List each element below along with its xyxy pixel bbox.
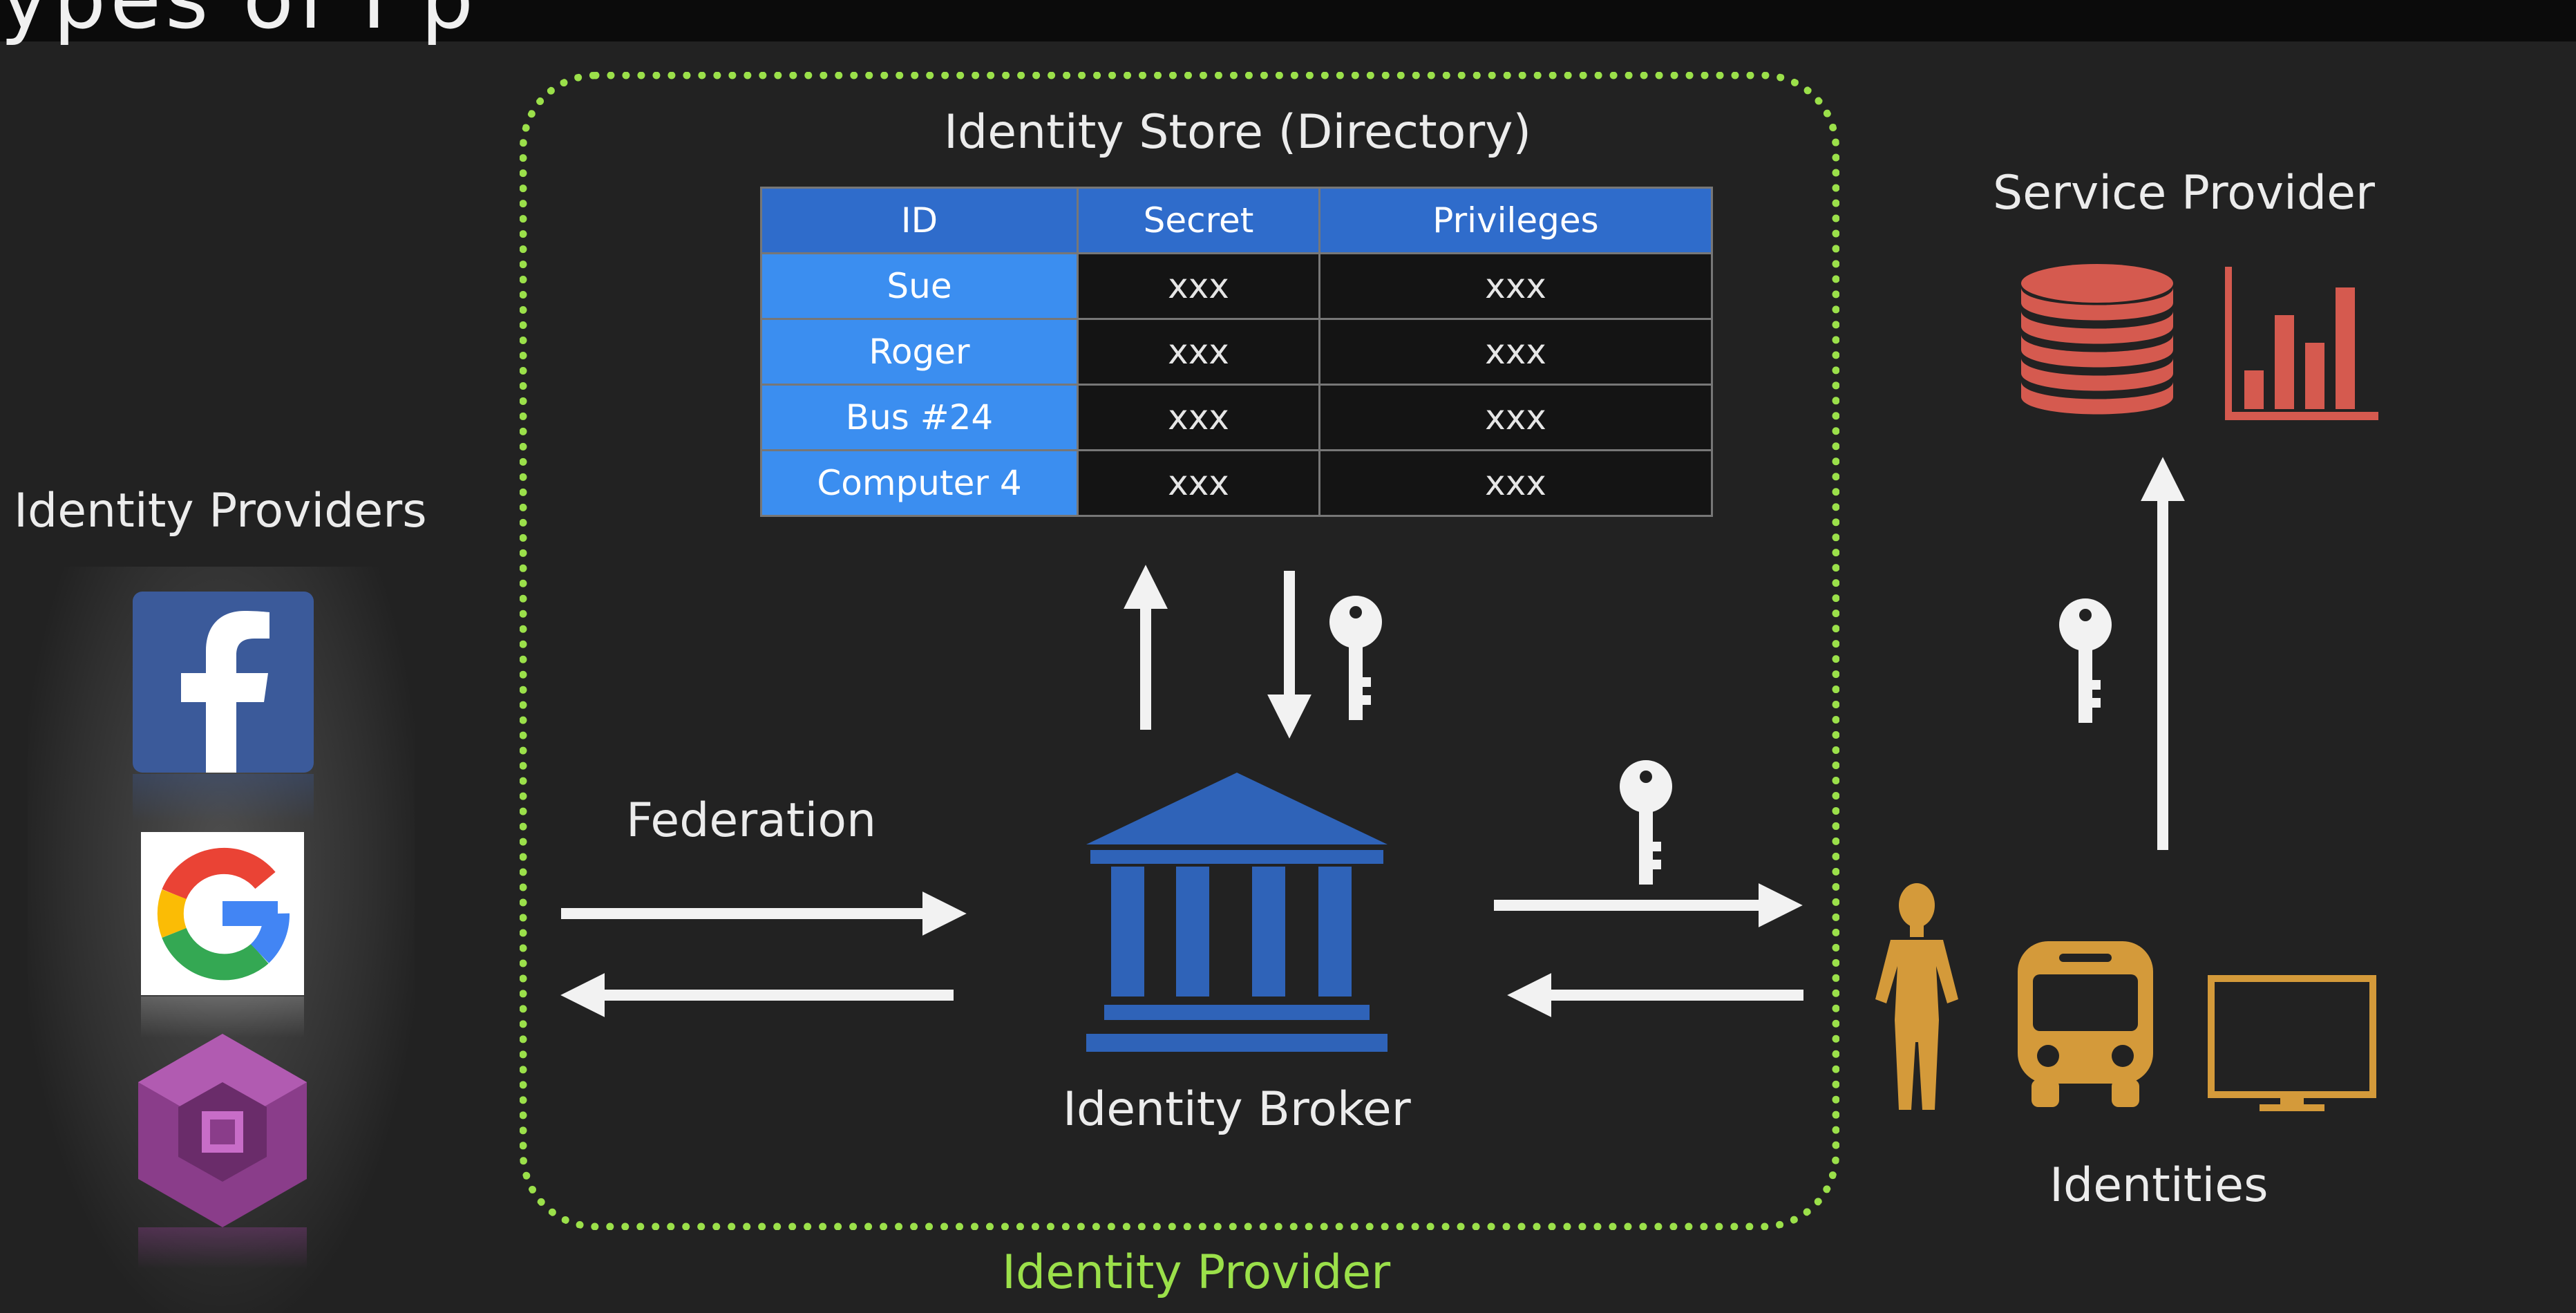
identities-arrow-left [1507, 973, 1803, 1017]
cell-privileges: xxx [1318, 384, 1713, 451]
cell-secret: xxx [1077, 449, 1320, 517]
table-row: Sue xxx xxx [760, 252, 1713, 320]
table-row: Computer 4 xxx xxx [760, 449, 1713, 517]
cell-privileges: xxx [1318, 318, 1713, 386]
identity-store-title: Identity Store (Directory) [944, 105, 1532, 160]
cell-secret: xxx [1077, 252, 1320, 320]
cell-privileges: xxx [1318, 252, 1713, 320]
column-header-secret: Secret [1077, 187, 1320, 254]
key-icon [1329, 596, 1382, 720]
cell-secret: xxx [1077, 384, 1320, 451]
facebook-logo-reflection [133, 774, 314, 822]
amazon-cognito-logo-icon [138, 1034, 307, 1227]
cell-id: Computer 4 [760, 449, 1079, 517]
cell-secret: xxx [1077, 318, 1320, 386]
slide-headline: ypes of I p [0, 0, 477, 48]
facebook-logo-icon [133, 592, 314, 773]
identity-provider-frame [520, 72, 1839, 1230]
monitor-icon [2208, 975, 2376, 1113]
federation-arrow-right [561, 891, 967, 936]
identity-store-table: ID Secret Privileges Sue xxx xxx Roger x… [760, 187, 1713, 517]
cell-privileges: xxx [1318, 449, 1713, 517]
title-strip [0, 0, 2576, 41]
person-icon [1870, 882, 1964, 1113]
column-header-privileges: Privileges [1318, 187, 1713, 254]
cell-id: Bus #24 [760, 384, 1079, 451]
key-icon [2059, 598, 2112, 723]
table-row: Bus #24 xxx xxx [760, 384, 1713, 451]
bank-building-icon [1086, 773, 1388, 1055]
arrow-up-to-store [1124, 565, 1168, 730]
federation-arrow-left [560, 973, 954, 1017]
federation-label: Federation [626, 793, 877, 848]
table-header-row: ID Secret Privileges [760, 187, 1713, 254]
identity-provider-caption: Identity Provider [1002, 1245, 1391, 1300]
service-provider-title: Service Provider [1993, 166, 2375, 220]
bus-icon [2018, 941, 2153, 1107]
bar-chart-icon [2225, 267, 2378, 420]
arrow-down-from-store [1267, 571, 1311, 739]
cell-id: Sue [760, 252, 1079, 320]
identity-providers-title: Identity Providers [14, 484, 427, 538]
google-logo-icon [141, 832, 304, 995]
identities-arrow-right [1494, 883, 1803, 927]
column-header-id: ID [760, 187, 1079, 254]
arrow-up-to-service-provider [2141, 457, 2185, 850]
amazon-cognito-logo-reflection [138, 1227, 307, 1269]
identity-broker-label: Identity Broker [1063, 1082, 1411, 1137]
google-logo-reflection [141, 996, 304, 1038]
identities-title: Identities [2049, 1158, 2269, 1213]
table-row: Roger xxx xxx [760, 318, 1713, 386]
database-icon [2019, 263, 2175, 422]
cell-id: Roger [760, 318, 1079, 386]
